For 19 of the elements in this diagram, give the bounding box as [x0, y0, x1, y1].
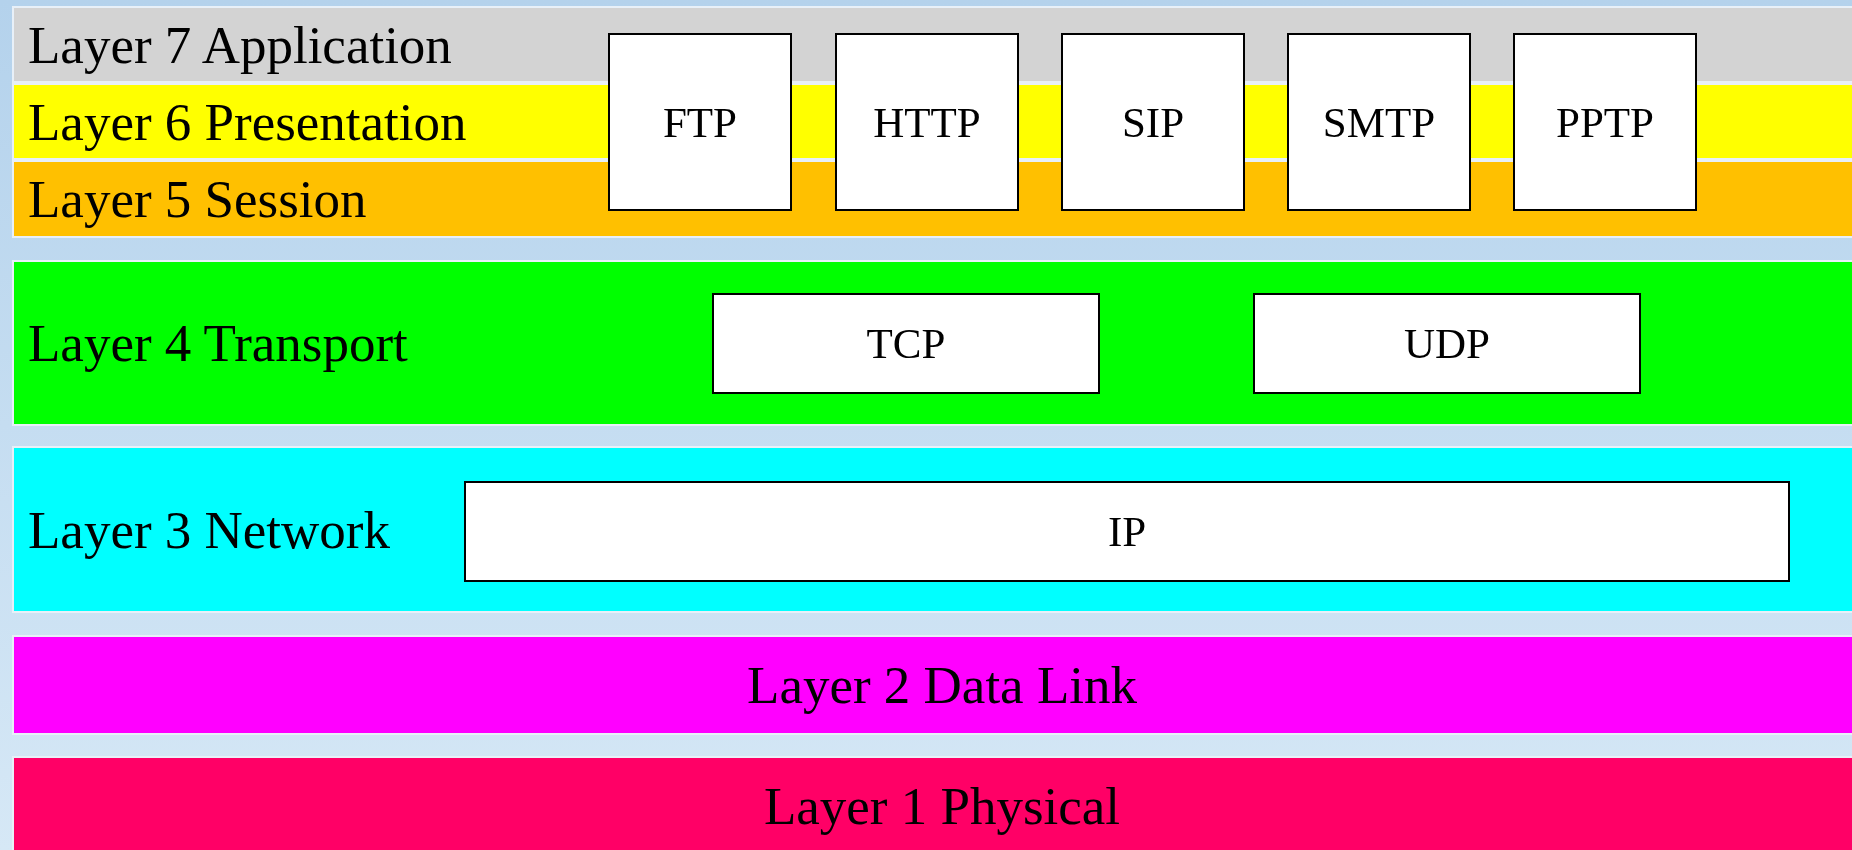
protocol-box: FTP: [608, 33, 792, 211]
layer-label: Layer 1 Physical: [763, 780, 1121, 833]
layer-band: [12, 756, 1852, 850]
layer-band: [12, 260, 1852, 426]
layer-band: [12, 635, 1852, 735]
layer-band: [12, 446, 1852, 613]
layer-label: Layer 5 Session: [28, 173, 367, 226]
layer-label: Layer 6 Presentation: [28, 95, 467, 149]
layer-label: Layer 4 Transport: [28, 317, 408, 370]
protocol-box: PPTP: [1513, 33, 1697, 211]
layer-label: Layer 7 Application: [28, 18, 452, 72]
layer-label: Layer 3 Network: [28, 503, 391, 557]
protocol-box: UDP: [1253, 293, 1641, 394]
protocol-box: HTTP: [835, 33, 1019, 211]
layer-label: Layer 2 Data Link: [747, 659, 1137, 712]
protocol-box: IP: [464, 481, 1790, 582]
protocol-box: TCP: [712, 293, 1100, 394]
protocol-box: SIP: [1061, 33, 1245, 211]
protocol-box: SMTP: [1287, 33, 1471, 211]
